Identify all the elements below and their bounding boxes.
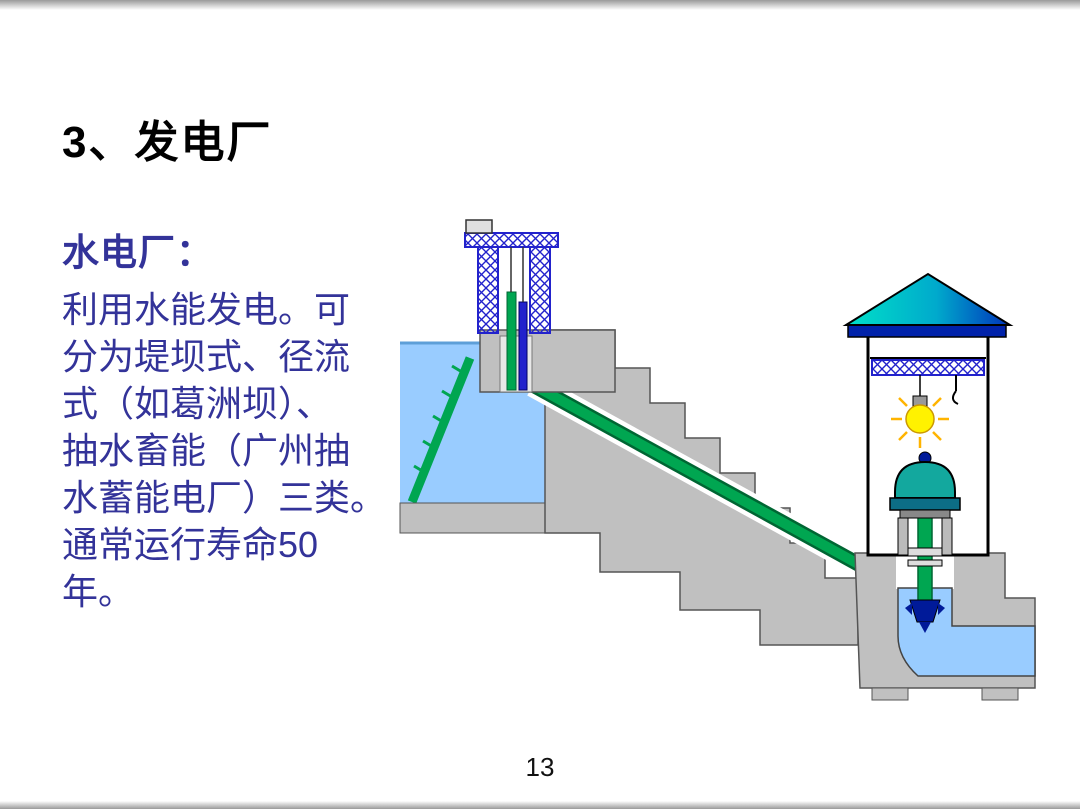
slide-title: 3、发电厂: [62, 118, 273, 167]
hydro-diagram-svg: [399, 219, 1036, 701]
body-text-block: 水电厂： 利用水能发电。可 分为堤坝式、径流 式（如葛洲坝）、 抽水畜能（广州抽…: [62, 222, 397, 615]
body-line: 式（如葛洲坝）、: [62, 383, 333, 424]
dam-upstream-slope: [407, 356, 475, 504]
pedestal: [897, 517, 909, 556]
generator-base: [899, 509, 951, 519]
bulb-rays: [891, 397, 949, 448]
generator-dome: [894, 460, 956, 499]
overhead-crane: [870, 357, 986, 405]
stator-ring: [889, 497, 961, 511]
body-line: 年。: [62, 571, 135, 612]
turbine-blade: [905, 603, 912, 615]
generator-unit: [889, 451, 961, 633]
shaft-flange: [907, 547, 943, 557]
pedestal: [941, 517, 953, 556]
gate-stem-green: [506, 291, 517, 391]
hoist-cab: [465, 219, 493, 234]
turbine-runner: [909, 599, 941, 623]
turbine-cone: [919, 622, 931, 633]
gate-stem-blue: [518, 301, 528, 391]
page-top-edge: [0, 0, 1080, 10]
gate-hoist-tower: [464, 219, 559, 334]
body-line: 水蓄能电厂）三类。: [62, 477, 387, 518]
roof: [842, 272, 1014, 326]
penstock: [527, 374, 886, 587]
page-number: 13: [525, 752, 555, 782]
body-line: 抽水畜能（广州抽: [62, 430, 351, 471]
turbine-blade: [938, 603, 945, 615]
bulb-glass: [905, 404, 935, 434]
shaft-flange: [907, 559, 943, 567]
light-bulb: [891, 375, 949, 448]
dam-foundation: [399, 502, 561, 534]
foundation-foot: [981, 687, 1019, 701]
hoist-beam: [464, 232, 559, 248]
page-bottom-edge: [0, 801, 1080, 809]
foundation-foot: [871, 687, 909, 701]
body-line: 通常运行寿命50: [62, 524, 319, 565]
hydro-power-diagram: [388, 213, 1050, 715]
body-line: 利用水能发电。可: [62, 289, 351, 330]
body-line: 分为堤坝式、径流: [62, 336, 351, 377]
section-heading: 水电厂：: [62, 232, 214, 273]
crane-hook: [952, 390, 959, 405]
